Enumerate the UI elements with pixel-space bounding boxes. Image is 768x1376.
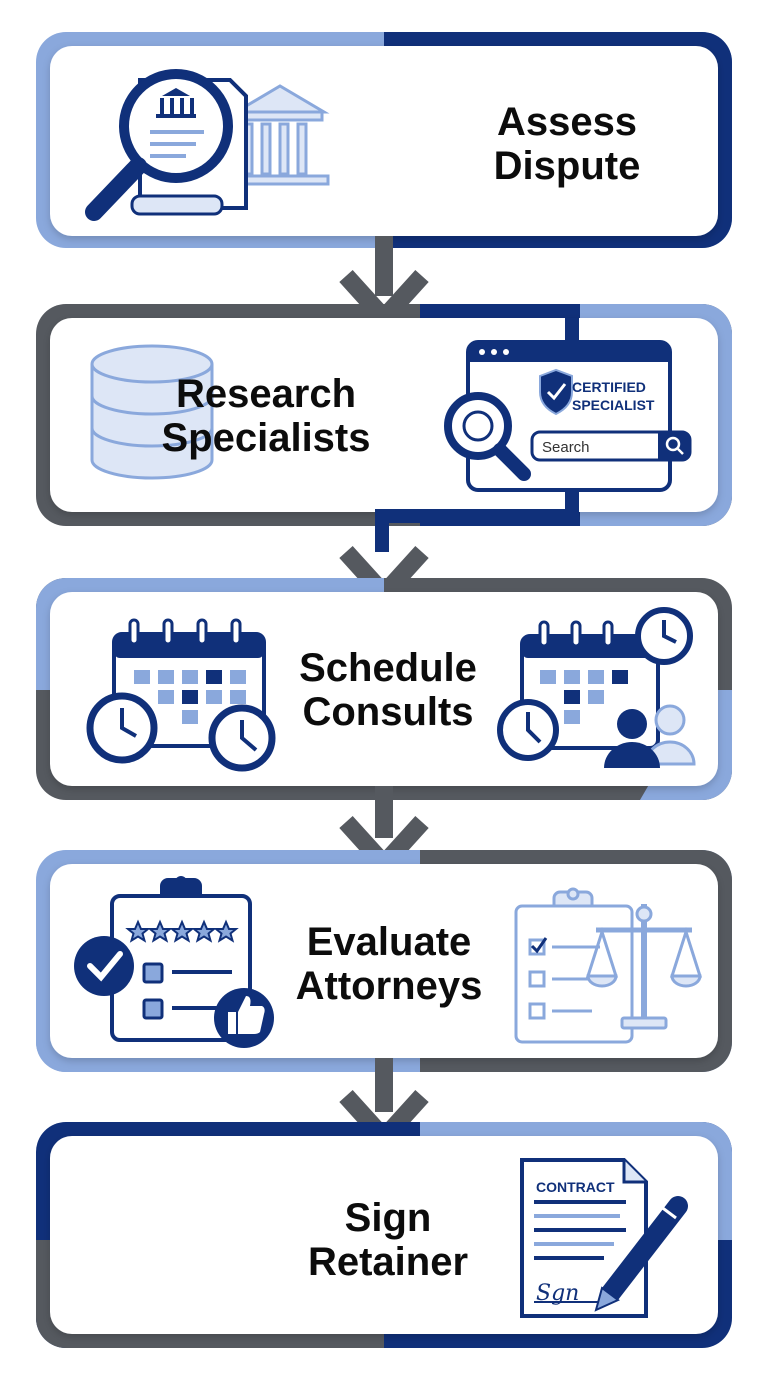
badge-line-1: CERTIFIED: [572, 379, 646, 395]
step-5-label: Sign Retainer: [290, 1196, 486, 1284]
step-5-line-2: Retainer: [307, 1240, 469, 1284]
contract-signature: Sgn: [536, 1281, 579, 1306]
badge-line-2: SPECIALIST: [572, 397, 655, 413]
step-4-line-1: Evaluate: [306, 920, 472, 964]
browser-search-icon: [444, 340, 692, 492]
search-placeholder: Search: [542, 439, 590, 456]
step-3-label: Schedule Consults: [276, 646, 500, 734]
step-3-line-1: Schedule: [299, 646, 477, 690]
contract-pen-icon: [520, 1158, 688, 1318]
step-4-label: Evaluate Attorneys: [276, 920, 502, 1008]
step-2-label: Research Specialists: [140, 372, 392, 460]
checklist-rating-icon: [74, 876, 274, 1048]
scales-of-justice-icon: [514, 887, 703, 1044]
step-1-line-1: Assess: [496, 100, 638, 144]
step-2-line-2: Specialists: [161, 416, 371, 460]
magnifier-document-icon: [85, 69, 248, 221]
step-3-line-2: Consults: [302, 690, 474, 734]
step-4-line-2: Attorneys: [295, 964, 483, 1008]
step-1-line-2: Dispute: [493, 144, 641, 188]
step-2-line-1: Research: [175, 372, 357, 416]
calendar-people-icon: [497, 607, 696, 768]
step-1-label: Assess Dispute: [464, 100, 670, 188]
step-5-line-1: Sign: [344, 1196, 432, 1240]
database-icon: [90, 344, 214, 480]
calendar-clock-icon: [86, 618, 276, 772]
contract-title: CONTRACT: [536, 1179, 615, 1195]
